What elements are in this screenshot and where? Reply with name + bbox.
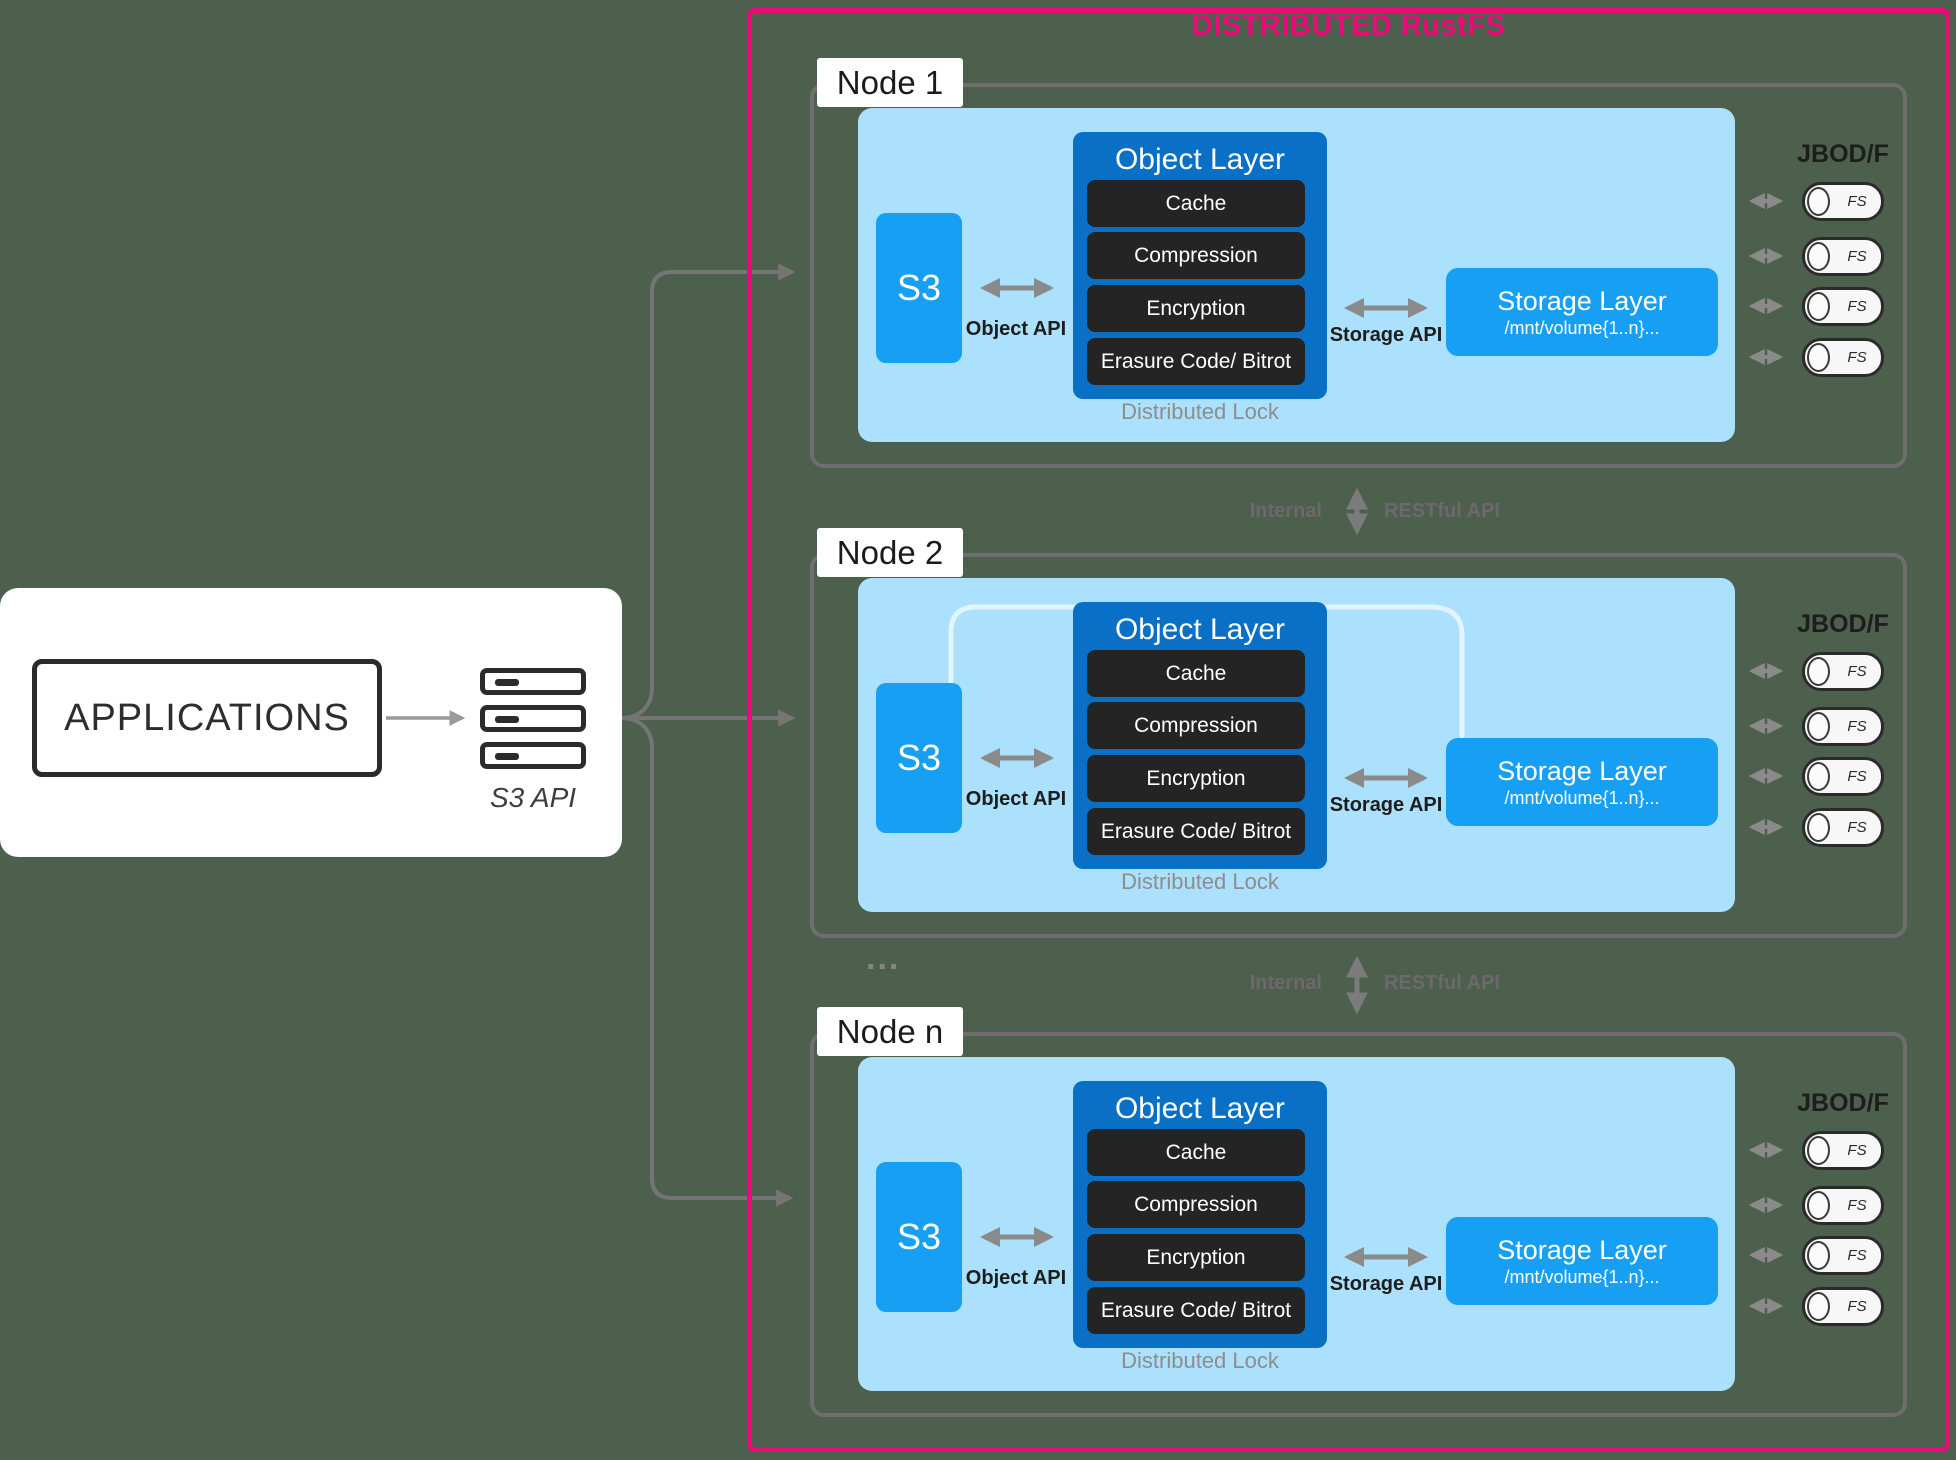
fs-disk-icon: FS: [1802, 237, 1884, 276]
object-api-label: Object API: [965, 318, 1067, 340]
more-nodes-ellipsis: ...: [866, 939, 901, 977]
restful-api-label: RESTful API: [1384, 500, 1500, 522]
storage-layer-path: /mnt/volume{1..n}...: [1504, 317, 1660, 338]
node-label: Node 2: [817, 528, 963, 577]
component-encryption: Encryption: [1087, 285, 1305, 332]
component-cache: Cache: [1087, 180, 1305, 227]
distributed-lock-label: Distributed Lock: [1121, 869, 1279, 894]
jbod-label: JBOD/F: [1797, 1089, 1889, 1117]
distributed-lock-label: Distributed Lock: [1121, 399, 1279, 424]
applications-box: APPLICATIONS: [32, 659, 382, 777]
storage-layer-title: Storage Layer: [1497, 285, 1667, 316]
storage-layer-box: Storage Layer /mnt/volume{1..n}...: [1446, 268, 1718, 356]
storage-api-label: Storage API: [1329, 1273, 1443, 1295]
object-layer-title: Object Layer: [1114, 143, 1286, 176]
component-erasure: Erasure Code/ Bitrot: [1087, 808, 1305, 855]
object-api-label: Object API: [965, 788, 1067, 810]
storage-layer-title: Storage Layer: [1497, 755, 1667, 786]
fs-disk-icon: FS: [1802, 707, 1884, 746]
component-cache: Cache: [1087, 1129, 1305, 1176]
component-encryption: Encryption: [1087, 1234, 1305, 1281]
storage-layer-box: Storage Layer /mnt/volume{1..n}...: [1446, 738, 1718, 826]
component-compression: Compression: [1087, 232, 1305, 279]
storage-layer-box: Storage Layer /mnt/volume{1..n}...: [1446, 1217, 1718, 1305]
node-label: Node n: [817, 1007, 963, 1056]
s3-gateway-box: S3: [876, 683, 962, 833]
node-border: [810, 553, 1907, 938]
fs-disk-icon: FS: [1802, 1236, 1884, 1275]
object-layer-title: Object Layer: [1114, 1092, 1286, 1125]
node-border: [810, 1032, 1907, 1417]
fs-disk-icon: FS: [1802, 338, 1884, 377]
object-api-label: Object API: [965, 1267, 1067, 1289]
storage-layer-path: /mnt/volume{1..n}...: [1504, 1266, 1660, 1287]
fs-disk-icon: FS: [1802, 652, 1884, 691]
storage-layer-path: /mnt/volume{1..n}...: [1504, 787, 1660, 808]
internal-label: Internal: [1249, 500, 1322, 522]
fs-disk-icon: FS: [1802, 808, 1884, 847]
storage-api-label: Storage API: [1329, 324, 1443, 346]
component-erasure: Erasure Code/ Bitrot: [1087, 338, 1305, 385]
storage-layer-title: Storage Layer: [1497, 1234, 1667, 1265]
s3-gateway-box: S3: [876, 213, 962, 363]
distributed-lock-label: Distributed Lock: [1121, 1348, 1279, 1373]
component-compression: Compression: [1087, 1181, 1305, 1228]
s3-api-label: S3 API: [489, 782, 577, 813]
component-cache: Cache: [1087, 650, 1305, 697]
component-compression: Compression: [1087, 702, 1305, 749]
storage-api-label: Storage API: [1329, 794, 1443, 816]
fs-disk-icon: FS: [1802, 1186, 1884, 1225]
fs-disk-icon: FS: [1802, 182, 1884, 221]
fs-disk-icon: FS: [1802, 287, 1884, 326]
s3-gateway-box: S3: [876, 1162, 962, 1312]
restful-api-label: RESTful API: [1384, 972, 1500, 994]
jbod-label: JBOD/F: [1797, 140, 1889, 168]
node-label: Node 1: [817, 58, 963, 107]
component-encryption: Encryption: [1087, 755, 1305, 802]
applications-card: APPLICATIONS S3 API: [0, 588, 622, 857]
fs-disk-icon: FS: [1802, 1287, 1884, 1326]
fs-disk-icon: FS: [1802, 1131, 1884, 1170]
component-erasure: Erasure Code/ Bitrot: [1087, 1287, 1305, 1334]
internal-label: Internal: [1249, 972, 1322, 994]
fs-disk-icon: FS: [1802, 757, 1884, 796]
object-layer-title: Object Layer: [1114, 613, 1286, 646]
node-border: [810, 83, 1907, 468]
jbod-label: JBOD/F: [1797, 610, 1889, 638]
diagram-title: DISTRIBUTED RustFS: [1191, 10, 1506, 42]
